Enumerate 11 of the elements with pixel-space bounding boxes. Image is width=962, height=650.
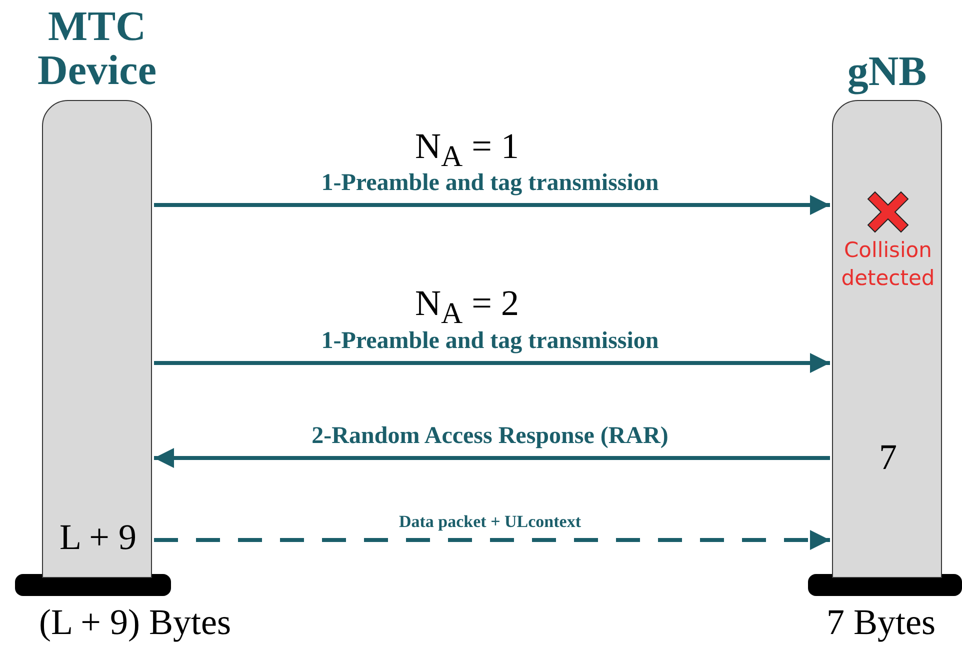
participant-heading: gNB	[846, 50, 928, 94]
participant-heading: MTC Device	[36, 5, 158, 93]
status-text: Collision detected	[840, 237, 936, 292]
byte-count: 7	[878, 436, 898, 478]
size-caption: (L + 9) Bytes	[38, 601, 232, 644]
byte-count: L + 9	[58, 516, 138, 558]
arrow	[154, 195, 830, 215]
arrow	[154, 530, 830, 550]
arrow	[154, 353, 830, 373]
size-caption: 7 Bytes	[825, 601, 936, 644]
arrow	[154, 448, 830, 468]
